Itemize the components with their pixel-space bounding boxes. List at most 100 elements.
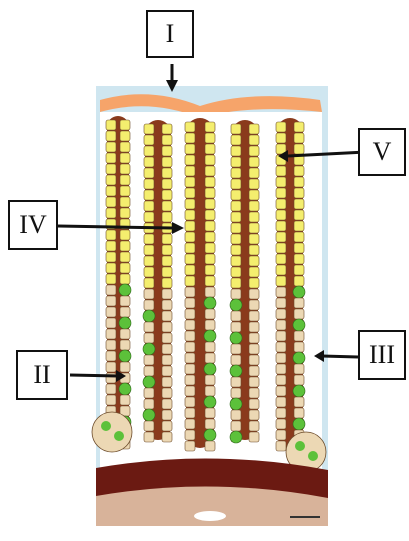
epithelial-cell [205,243,215,253]
epithelial-cell [144,333,154,343]
epithelial-cell [106,120,116,130]
epithelial-cell [205,177,215,187]
green-cell [143,376,155,388]
epithelial-cell [106,384,116,394]
epithelial-cell [276,166,286,176]
epithelial-cell [276,430,286,440]
epithelial-cell [294,144,304,154]
epithelial-cell [144,234,154,244]
epithelial-cell [231,157,241,167]
epithelial-cell [231,355,241,365]
epithelial-cell [231,179,241,189]
epithelial-cell [162,168,172,178]
epithelial-cell [294,408,304,418]
epithelial-cell [120,186,130,196]
epithelial-cell [144,212,154,222]
epithelial-cell [162,322,172,332]
green-cell [293,286,305,298]
epithelial-cell [249,377,259,387]
epithelial-cell [185,210,195,220]
epithelial-cell [144,432,154,442]
epithelial-cell [276,254,286,264]
epithelial-cell [120,252,130,262]
epithelial-cell [185,122,195,132]
epithelial-cell [205,375,215,385]
epithelial-cell [120,142,130,152]
epithelial-cell [120,241,130,251]
epithelial-cell [144,179,154,189]
epithelial-cell [294,254,304,264]
epithelial-cell [162,256,172,266]
epithelial-cell [205,287,215,297]
epithelial-cell [276,419,286,429]
epithelial-cell [162,245,172,255]
epithelial-cell [276,408,286,418]
epithelial-cell [276,298,286,308]
epithelial-cell [120,197,130,207]
epithelial-cell [249,179,259,189]
epithelial-cell [106,329,116,339]
label-i: I [146,10,194,58]
epithelial-cell [249,289,259,299]
epithelial-cell [144,355,154,365]
epithelial-cell [106,208,116,218]
epithelial-cell [276,309,286,319]
epithelial-cell [249,432,259,442]
epithelial-cell [249,256,259,266]
epithelial-cell [231,421,241,431]
epithelial-cell [120,296,130,306]
epithelial-cell [294,276,304,286]
green-cell [230,365,242,377]
label-ii: II [16,350,68,400]
crypt-green-cell [308,451,318,461]
epithelial-cell [249,388,259,398]
epithelial-cell [162,179,172,189]
green-cell [119,383,131,395]
epithelial-cell [276,386,286,396]
green-cell [230,299,242,311]
epithelial-cell [205,122,215,132]
epithelial-cell [294,298,304,308]
epithelial-cell [276,276,286,286]
green-cell [143,409,155,421]
epithelial-cell [249,135,259,145]
epithelial-cell [144,256,154,266]
epithelial-cell [294,265,304,275]
epithelial-cell [106,131,116,141]
epithelial-cell [249,355,259,365]
epithelial-cell [144,135,154,145]
epithelial-cell [249,322,259,332]
epithelial-cell [185,353,195,363]
epithelial-cell [276,320,286,330]
epithelial-cell [276,232,286,242]
epithelial-cell [162,366,172,376]
epithelial-cell [231,190,241,200]
epithelial-cell [231,168,241,178]
epithelial-cell [144,300,154,310]
epithelial-cell [185,254,195,264]
epithelial-cell [205,155,215,165]
epithelial-cell [162,278,172,288]
epithelial-cell [106,241,116,251]
green-cell [293,319,305,331]
epithelial-cell [185,419,195,429]
epithelial-cell [162,311,172,321]
epithelial-cell [185,309,195,319]
epithelial-cell [106,362,116,372]
epithelial-cell [162,146,172,156]
epithelial-cell [185,199,195,209]
epithelial-cell [185,243,195,253]
green-cell [230,431,242,443]
crypt-green-cell [114,431,124,441]
epithelial-cell [120,307,130,317]
epithelial-cell [185,375,195,385]
epithelial-cell [294,309,304,319]
epithelial-cell [205,254,215,264]
green-cell [293,418,305,430]
epithelial-cell [205,276,215,286]
epithelial-cell [249,421,259,431]
green-cell [204,396,216,408]
epithelial-cell [249,146,259,156]
epithelial-cell [162,289,172,299]
